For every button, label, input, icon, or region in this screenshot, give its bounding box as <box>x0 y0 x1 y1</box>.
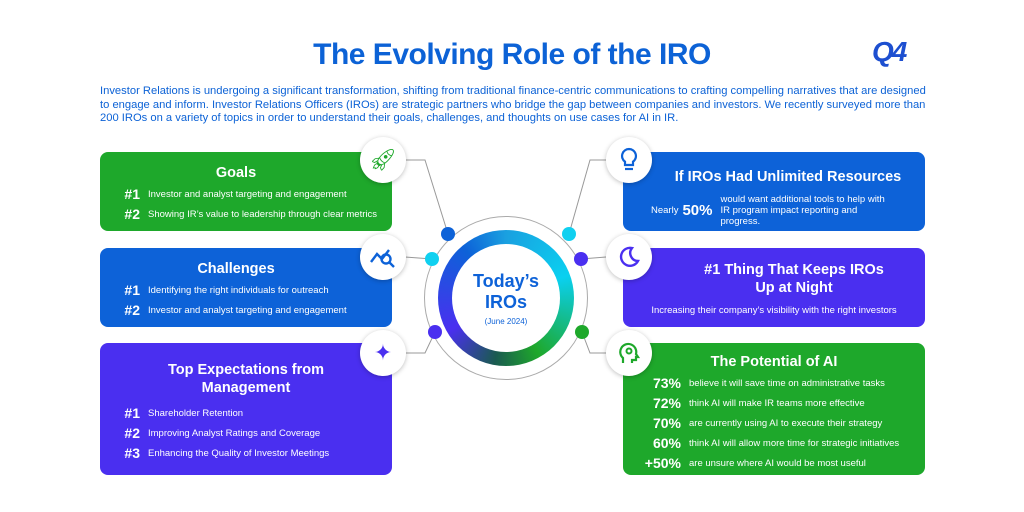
night-text: Increasing their company’s visibility wi… <box>651 305 897 316</box>
resources-text: would want additional tools to help with… <box>720 194 885 227</box>
resources-prefix: Nearly <box>651 205 679 216</box>
goal-text: Investor and analyst targeting and engag… <box>148 188 347 200</box>
challenges-title: Challenges <box>197 261 275 277</box>
goal-rank: #1 <box>124 186 140 202</box>
center-title: Today’s <box>472 270 539 291</box>
challenge-text: Investor and analyst targeting and engag… <box>148 304 347 316</box>
sparkles-icon: ✦ <box>360 330 406 376</box>
resources-percent: 50% <box>682 202 713 219</box>
challenge-rank: #1 <box>124 282 140 298</box>
lightbulb-icon <box>606 137 652 183</box>
page-title: The Evolving Role of the IRO <box>313 38 711 71</box>
expectation-rank: #2 <box>124 425 140 441</box>
expectation-rank: #1 <box>124 405 140 421</box>
expectation-text: Enhancing the Quality of Investor Meetin… <box>148 447 330 459</box>
center-date: (June 2024) <box>484 316 528 326</box>
ai-text: think AI will make IR teams more effecti… <box>689 397 865 409</box>
dot-goals <box>441 227 455 241</box>
ai-text: believe it will save time on administrat… <box>689 377 885 389</box>
ai-percent: 72% <box>652 395 681 411</box>
resources-title: If IROs Had Unlimited Resources <box>674 169 902 185</box>
ai-percent: 60% <box>652 435 681 451</box>
goal-rank: #2 <box>124 206 140 222</box>
ai-title: The Potential of AI <box>710 354 838 370</box>
ai-percent: +50% <box>644 455 681 471</box>
night-card: #1 Thing That Keeps IROs Up at Night Inc… <box>623 248 925 327</box>
intro-text: Investor Relations is undergoing a signi… <box>100 85 926 124</box>
dot-challenges <box>425 252 439 266</box>
ai-text: are currently using AI to execute their … <box>689 417 883 429</box>
challenges-card: Challenges #1 Identifying the right indiv… <box>100 248 392 327</box>
ai-card: The Potential of AI 73% believe it will s… <box>623 343 925 475</box>
dot-expectations <box>428 325 442 339</box>
night-title: #1 Thing That Keeps IROs Up at Night <box>704 262 884 296</box>
expectation-rank: #3 <box>124 445 140 461</box>
rocket-icon: 🚀︎ <box>360 137 406 183</box>
ai-text: think AI will allow more time for strate… <box>689 437 900 449</box>
goals-card: Goals #1 Investor and analyst targeting a… <box>100 152 392 231</box>
center-hub: Today’s IROs (June 2024) <box>438 230 574 366</box>
challenge-rank: #2 <box>124 302 140 318</box>
expectations-card: Top Expectations from Management #1 Share… <box>100 343 392 475</box>
ai-percent: 73% <box>652 375 681 391</box>
ai-text: are unsure where AI would be most useful <box>689 457 866 469</box>
q4-logo: Q4 <box>872 36 907 67</box>
expectation-text: Improving Analyst Ratings and Coverage <box>148 427 321 439</box>
dot-night <box>574 252 588 266</box>
expectations-title: Top Expectations from Management <box>167 362 325 396</box>
ai-percent: 70% <box>652 415 681 431</box>
moon-icon <box>606 234 652 280</box>
dot-ai <box>575 325 589 339</box>
expectation-text: Shareholder Retention <box>148 407 244 419</box>
goals-title: Goals <box>215 165 257 181</box>
goal-text: Showing IR’s value to leadership through… <box>148 208 377 220</box>
center-title-2: IROs <box>484 291 527 312</box>
head-gear-icon <box>606 330 652 376</box>
dot-resources <box>562 227 576 241</box>
challenge-text: Identifying the right individuals for ou… <box>148 284 329 296</box>
outer-ring <box>424 216 588 380</box>
chart-search-icon <box>360 234 406 280</box>
